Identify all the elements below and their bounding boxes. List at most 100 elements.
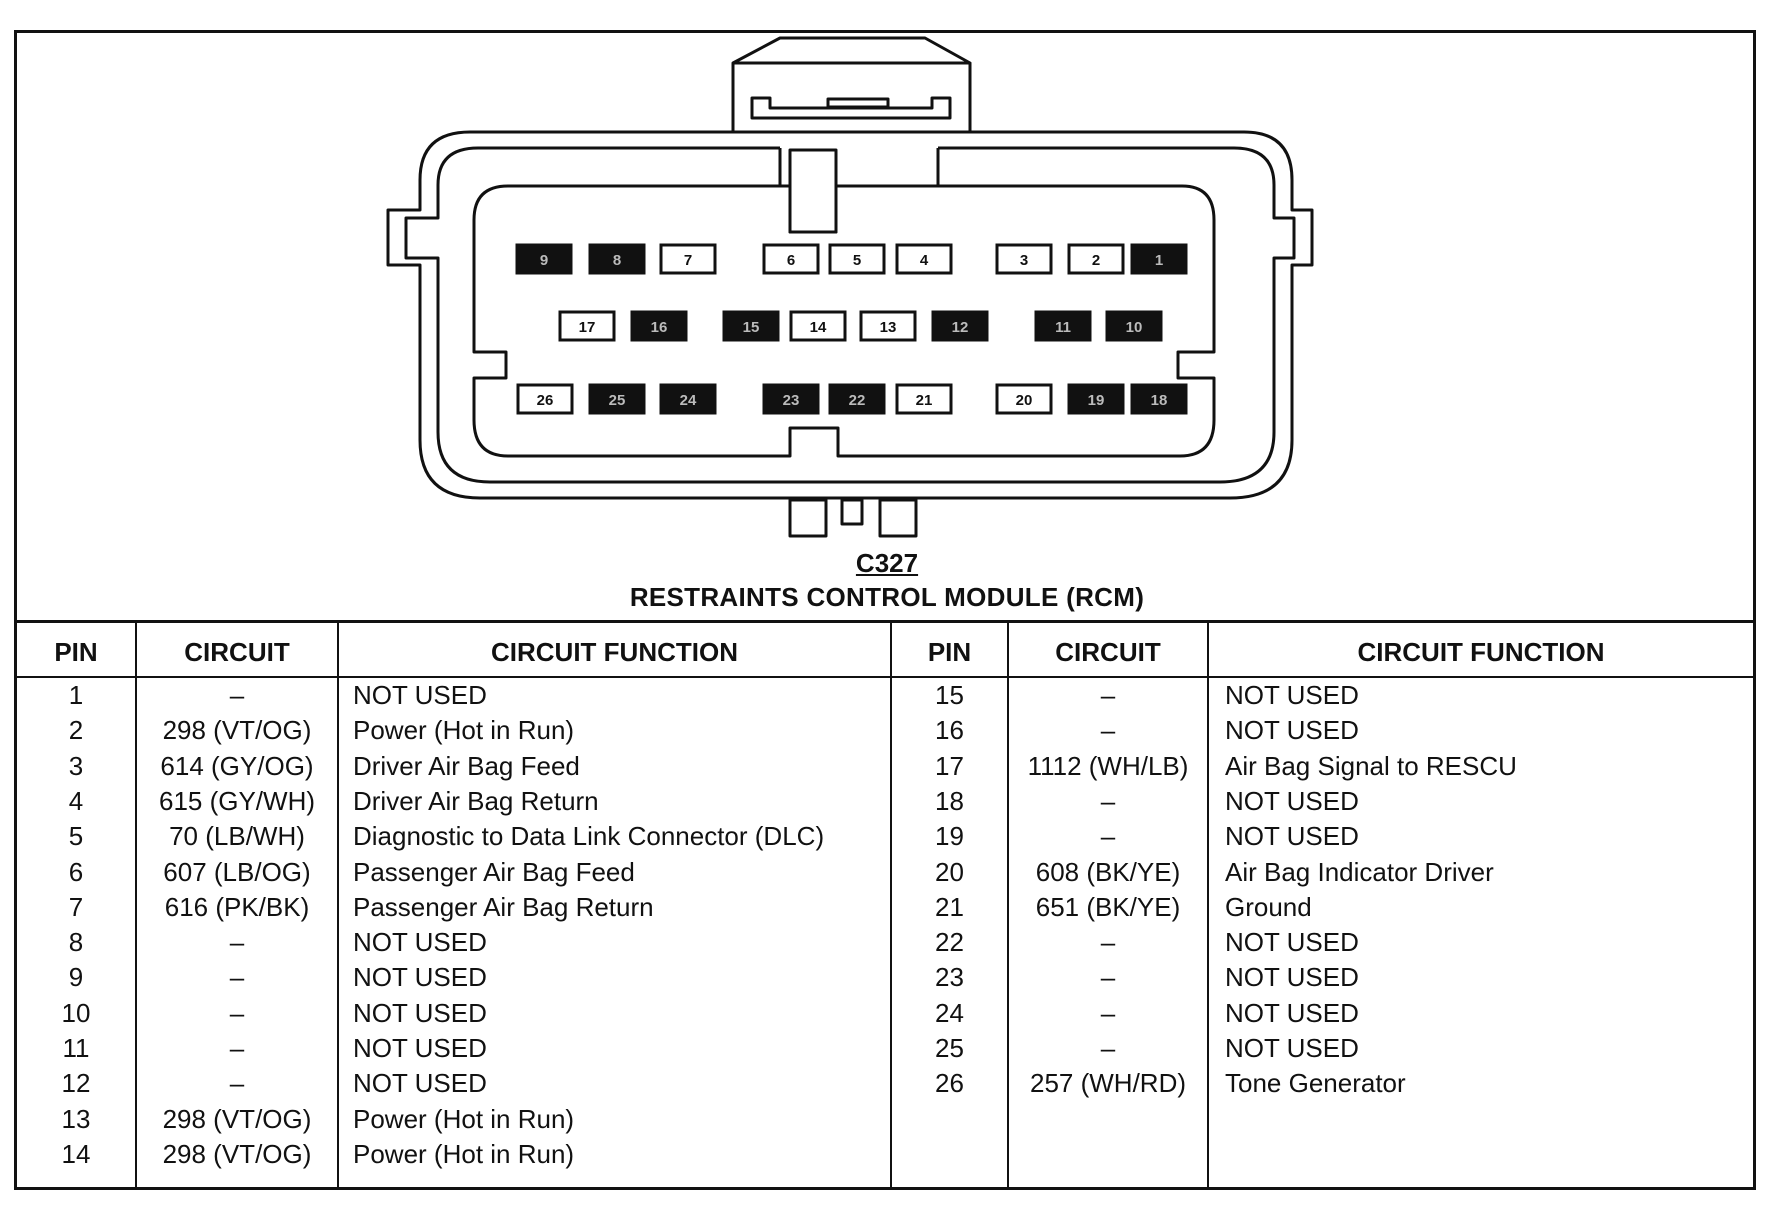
- pin-cavity-label: 20: [1016, 392, 1033, 409]
- table-cell-pin: 8: [68, 927, 84, 958]
- pin-cavity-18: [1130, 383, 1188, 415]
- pin-cavity-label: 9: [540, 252, 548, 269]
- pin-cavity-20: [995, 383, 1053, 415]
- centre-key: [778, 148, 940, 186]
- table-cell-pin: 23: [935, 962, 964, 993]
- connector-inner-shell: [404, 146, 1296, 484]
- pin-cavity-label: 14: [810, 319, 827, 336]
- pin-cavity-label: 3: [1020, 252, 1028, 269]
- pin-cavity-25: [588, 383, 646, 415]
- header-function-left: CIRCUIT FUNCTION: [491, 637, 738, 667]
- table-cell-function: NOT USED: [1225, 997, 1359, 1028]
- table-cell-function: NOT USED: [1225, 680, 1359, 710]
- table-cell-pin: 3: [68, 750, 84, 781]
- table-cell-pin: 5: [68, 821, 84, 852]
- table-cell-pin: 7: [68, 891, 84, 922]
- table-cell-circuit: –: [1100, 1033, 1116, 1063]
- table-cell-pin: 22: [935, 927, 964, 958]
- table-cell-function: NOT USED: [353, 962, 487, 993]
- pin-cavity-14: [789, 310, 847, 342]
- pin-cavity-label: 13: [880, 319, 897, 336]
- table-cell-pin: 10: [61, 997, 91, 1028]
- pin-cavity-label: 21: [916, 392, 933, 409]
- table-cell-circuit: –: [1100, 715, 1116, 746]
- table-cell-circuit: –: [229, 1033, 245, 1063]
- connector-outer-shell: [386, 130, 1314, 500]
- table-cell-function: Air Bag Indicator Driver: [1225, 856, 1494, 887]
- pin-cavity-8: [588, 243, 646, 275]
- table-cell-function: NOT USED: [1225, 715, 1359, 746]
- pin-cavity-4: [895, 243, 953, 275]
- connector-name: RESTRAINTS CONTROL MODULE (RCM): [629, 582, 1145, 612]
- table-cell-circuit: 614 (GY/OG): [160, 750, 314, 781]
- table-cell-circuit: –: [1100, 821, 1116, 852]
- header-pin-right: PIN: [927, 637, 972, 667]
- table-cell-function: Driver Air Bag Feed: [353, 750, 580, 781]
- table-cell-function: Power (Hot in Run): [353, 1138, 575, 1169]
- pin-cavity-24: [659, 383, 717, 415]
- pin-cavity-label: 4: [920, 252, 929, 269]
- pin-cavity-label: 26: [537, 392, 554, 409]
- table-cell-circuit: –: [1100, 680, 1116, 710]
- column-divider: [1007, 623, 1009, 1187]
- table-cell-pin: 6: [68, 856, 84, 887]
- table-cell-function: NOT USED: [1225, 821, 1359, 852]
- table-cell-function: Diagnostic to Data Link Connector (DLC): [353, 821, 825, 852]
- pin-cavity-19: [1067, 383, 1125, 415]
- table-cell-circuit: –: [229, 927, 245, 958]
- centre-key-block: [788, 148, 838, 234]
- pin-cavity-15: [722, 310, 780, 342]
- table-cell-function: Air Bag Signal to RESCU: [1225, 750, 1517, 781]
- table-cell-function: Power (Hot in Run): [353, 715, 575, 746]
- pin-cavity-label: 22: [849, 392, 866, 409]
- pin-cavity-10: [1105, 310, 1163, 342]
- table-cell-pin: 17: [935, 750, 964, 781]
- latch-inner: [750, 96, 952, 120]
- table-cell-circuit: 651 (BK/YE): [1035, 891, 1181, 922]
- table-cell-pin: 12: [61, 1068, 91, 1099]
- latch-body: [731, 63, 972, 134]
- pin-cavity-label: 17: [579, 319, 596, 336]
- table-cell-function: NOT USED: [353, 1068, 487, 1099]
- connector-id: C327: [855, 548, 919, 578]
- latch-slot: [826, 97, 890, 109]
- pin-cavity-11: [1034, 310, 1092, 342]
- pin-cavity-label: 18: [1151, 392, 1168, 409]
- table-cell-circuit: –: [229, 1068, 245, 1099]
- header-divider: [17, 676, 1753, 678]
- pin-cavity-13: [859, 310, 917, 342]
- table-cell-pin: 13: [61, 1103, 91, 1134]
- table-cell-circuit: –: [1100, 962, 1116, 993]
- header-pin-left: PIN: [54, 637, 98, 667]
- table-cell-pin: 18: [935, 785, 964, 816]
- pin-cavity-label: 16: [651, 319, 668, 336]
- pin-cavity-label: 7: [684, 252, 692, 269]
- header-circuit-left: CIRCUIT: [184, 637, 290, 667]
- table-cell-function: NOT USED: [1225, 785, 1359, 816]
- table-cell-pin: 16: [935, 715, 964, 746]
- table-cell-pin: 19: [935, 821, 964, 852]
- pin-cavity-2: [1067, 243, 1125, 275]
- table-cell-function: NOT USED: [353, 927, 487, 958]
- table-cell-function: Tone Generator: [1225, 1068, 1406, 1099]
- pin-cavity-label: 11: [1055, 319, 1071, 336]
- table-cell-pin: 26: [935, 1068, 964, 1099]
- pin-cavity-label: 24: [680, 392, 697, 409]
- pin-cavity-5: [828, 243, 886, 275]
- column-divider: [1207, 623, 1209, 1187]
- table-cell-pin: 25: [935, 1033, 964, 1063]
- table-cell-pin: 24: [935, 997, 964, 1028]
- pin-cavity-label: 19: [1088, 392, 1105, 409]
- table-cell-pin: 2: [68, 715, 84, 746]
- pin-cavity-3: [995, 243, 1053, 275]
- pin-cavity-17: [558, 310, 616, 342]
- pin-cavity-label: 15: [743, 319, 760, 336]
- column-divider: [337, 623, 339, 1187]
- table-cell-circuit: 1112 (WH/LB): [1027, 750, 1189, 781]
- pin-cavity-16: [630, 310, 688, 342]
- table-cell-function: Ground: [1225, 891, 1312, 922]
- table-cell-circuit: –: [229, 680, 245, 710]
- pin-cavity-label: 23: [783, 392, 800, 409]
- table-cell-circuit: 257 (WH/RD): [1029, 1068, 1186, 1099]
